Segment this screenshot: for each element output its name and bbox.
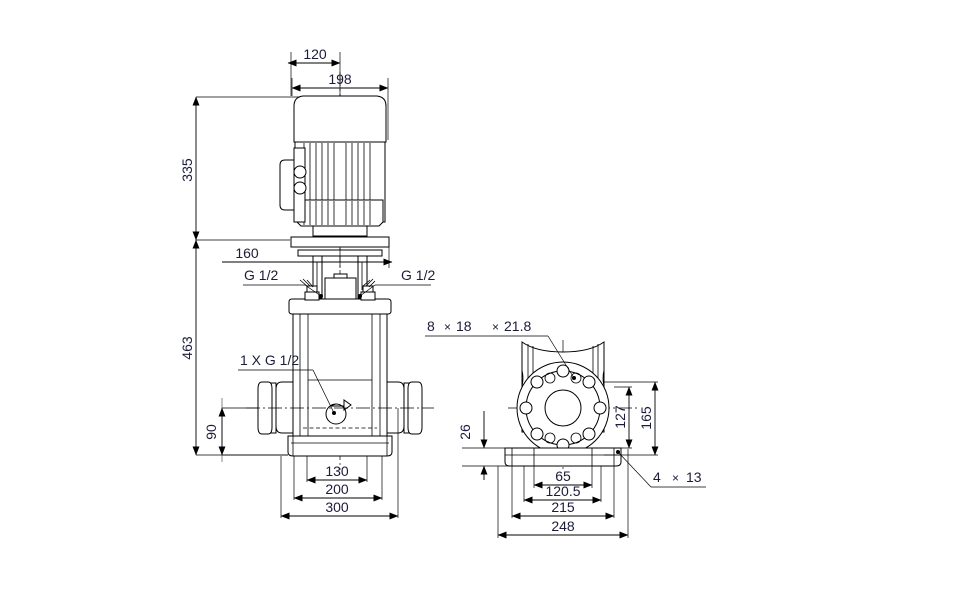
terminal-box-gland-lower [293,181,307,195]
leader-g12-right-d [358,284,376,298]
motor-assembly [279,95,387,237]
front-view-callouts: G 1/2 G 1/2 1 X G 1/2 [238,267,435,415]
terminal-box-gland-upper [293,165,307,179]
side-base-plate [504,447,622,467]
dim-label-1205: 120.5 [545,483,580,499]
multiply-icon-3: × [672,471,679,485]
dim-label-127: 127 [612,405,628,429]
discharge-branch-right [386,381,405,434]
leader-8x18-d [547,335,576,380]
callout-1xg12: 1 X G 1/2 [240,352,299,368]
dim-label-90: 90 [203,424,219,440]
base-body [287,435,393,457]
side-view-dimensions: 127 165 26 65 120.5 [457,381,659,539]
motor-fan-cover [293,95,387,143]
bolt-hole-3 [593,401,607,415]
dim-label-198: 198 [328,71,352,87]
leader-4x13-d [616,450,652,488]
suction-branch-left [275,381,294,434]
dim-label-65: 65 [555,468,571,484]
motor-drive-end-fins [303,201,371,225]
dim-label-165: 165 [638,406,654,430]
side-flange-assembly [516,361,610,455]
multiply-icon-2: × [492,320,499,334]
dim-label-200: 200 [325,481,349,497]
bolt-hole-8 [530,375,544,389]
pump-base-plate [287,435,393,457]
pump-chamber-stack [292,313,388,437]
flange-bolt-holes-inner [544,372,582,444]
dim-label-160: 160 [235,245,259,261]
dim-label-26: 26 [457,424,473,440]
bolt-hole-4 [582,427,596,441]
stool-lower-flange [288,298,392,315]
stool-top-flange [290,236,390,248]
dim-label-248: 248 [551,518,575,534]
motor-terminal-box [279,159,296,211]
dim-label-335: 335 [179,158,195,182]
side-base-body [504,447,622,467]
leader-g12-left-d [304,284,323,298]
callout-8x18-count: 8 [427,318,435,334]
dim-label-463: 463 [179,336,195,360]
bolt-hole-7 [519,401,533,415]
front-elevation-view: 120 198 335 463 90 160 [179,46,435,520]
vent-plug-left [299,278,320,301]
front-view-dimensions: 120 198 335 463 90 160 [179,46,399,520]
dim-label-300: 300 [325,499,349,515]
dim-label-120: 120 [303,46,327,62]
bolt-hole-2 [582,375,596,389]
callout-8x18-depth: 21.8 [504,318,531,334]
callout-8x18-size: 18 [456,318,472,334]
bolt-hole-1 [556,364,570,378]
side-body-notch-right [602,369,605,387]
dim-label-130: 130 [325,463,349,479]
flange-face-right [407,381,423,435]
pump-head-flanges [246,381,434,435]
side-view-callouts: 8 × 18 × 21.8 4 × 13 [425,318,706,488]
coupling-cap [333,273,348,279]
dim-label-215: 215 [551,499,575,515]
side-body-notch-left [521,369,524,387]
flange-bore [544,389,582,427]
priming-plug [325,399,352,425]
side-base-view: 127 165 26 65 120.5 [425,318,706,539]
callout-4x13-size: 13 [686,469,702,485]
callout-g12-left: G 1/2 [244,267,278,283]
motor-shaft-adapter [312,225,368,237]
bolt-hole-6 [530,427,544,441]
callout-g12-right: G 1/2 [401,267,435,283]
callout-4x13-count: 4 [653,469,661,485]
multiply-icon: × [444,320,451,334]
leader-1xg12-d [312,369,336,415]
